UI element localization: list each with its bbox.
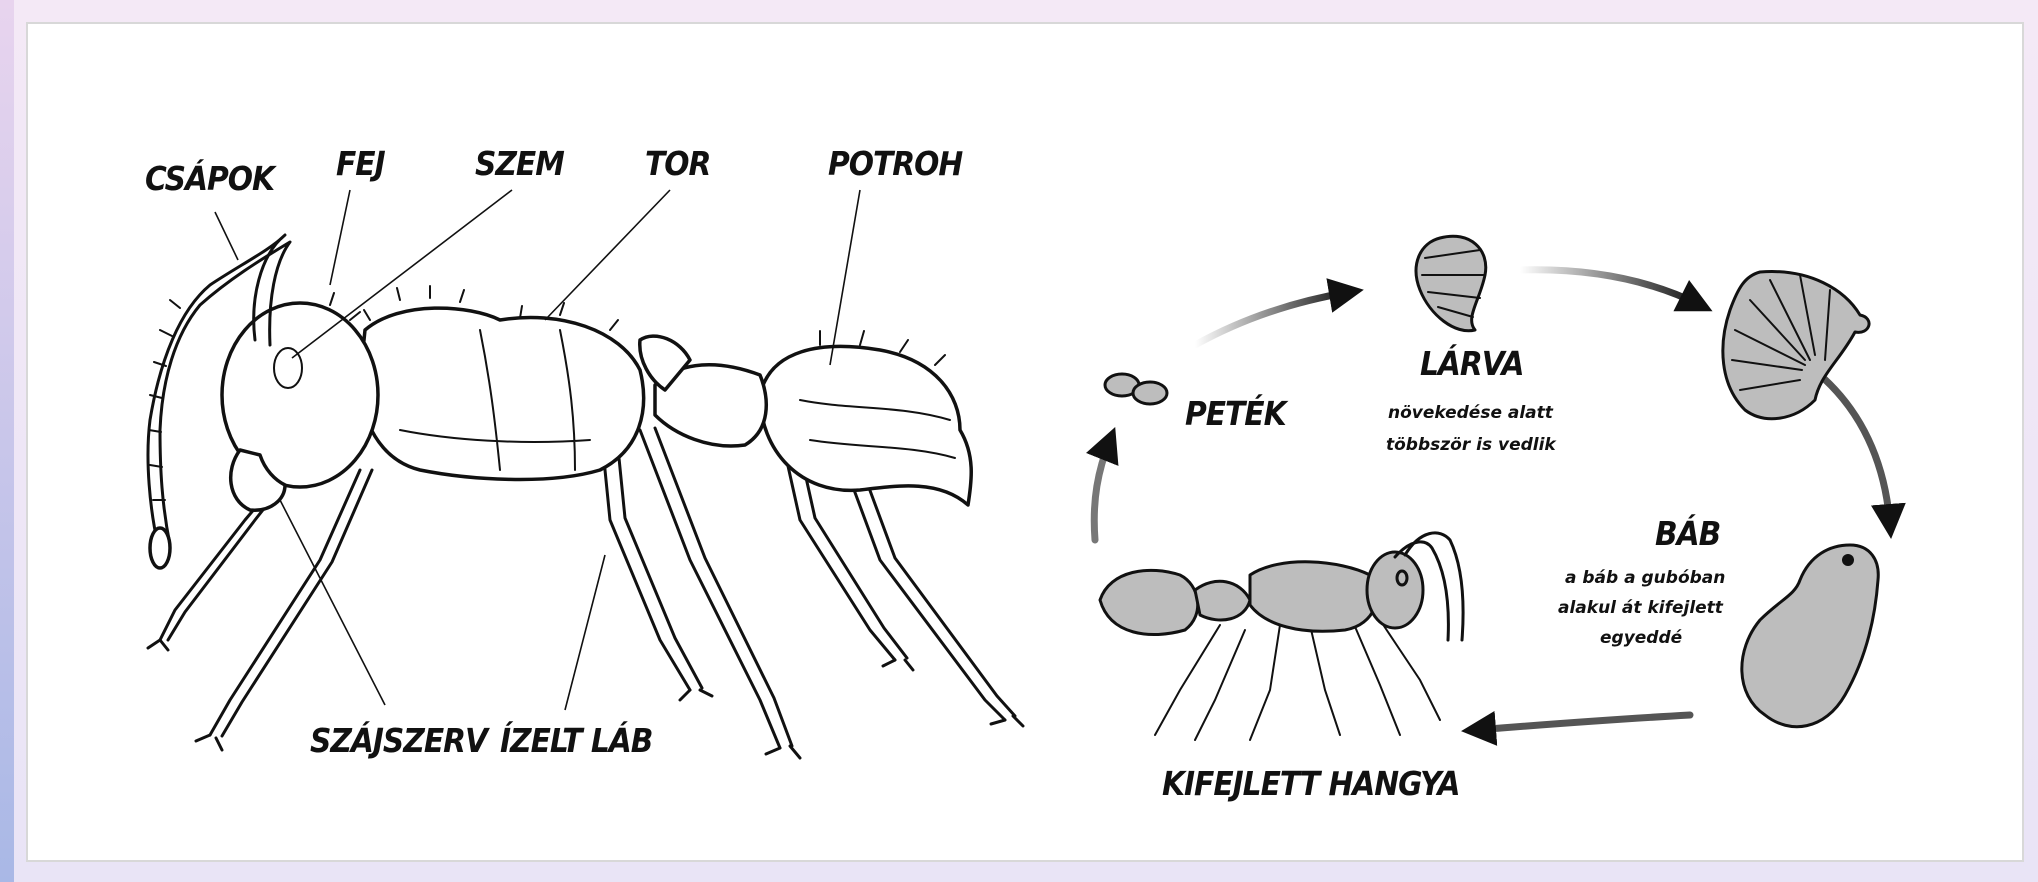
label-eye: SZEM bbox=[475, 144, 564, 183]
pupa-note-line-1: a báb a gubóban bbox=[1565, 568, 1725, 588]
large-larva-icon bbox=[1723, 272, 1869, 419]
ant-thorax bbox=[360, 308, 644, 479]
label-antennae: CSÁPOK bbox=[145, 158, 277, 198]
adult-ant-icon bbox=[1100, 533, 1463, 740]
pupa-cocoon-icon bbox=[1742, 545, 1878, 727]
ant-lifecycle: PETÉK LÁRVA növekedése alatt többször is… bbox=[1094, 236, 1890, 803]
small-larva-icon bbox=[1416, 236, 1486, 331]
pupa-note-line-3: egyeddé bbox=[1600, 628, 1683, 648]
label-pupa: BÁB bbox=[1655, 513, 1720, 553]
label-head: FEJ bbox=[336, 144, 386, 183]
pupa-note-line-2: alakul át kifejlett bbox=[1558, 598, 1724, 618]
label-adult-ant: KIFEJLETT HANGYA bbox=[1162, 764, 1459, 803]
egg-icon bbox=[1105, 374, 1167, 404]
label-jointed-leg: ÍZELT LÁB bbox=[500, 720, 652, 760]
larva-note-line-1: növekedése alatt bbox=[1388, 403, 1554, 423]
larva-note-line-2: többször is vedlik bbox=[1386, 435, 1557, 455]
label-thorax: TOR bbox=[645, 144, 710, 183]
label-eggs: PETÉK bbox=[1185, 393, 1289, 433]
label-mouthparts: SZÁJSZERV bbox=[310, 720, 490, 760]
ant-anatomy-drawing: CSÁPOK FEJ SZEM TOR POTROH SZÁJSZERV ÍZE… bbox=[145, 144, 1023, 760]
pupa-tip bbox=[1842, 554, 1854, 566]
label-abdomen: POTROH bbox=[828, 144, 963, 183]
label-larva: LÁRVA bbox=[1420, 343, 1523, 383]
